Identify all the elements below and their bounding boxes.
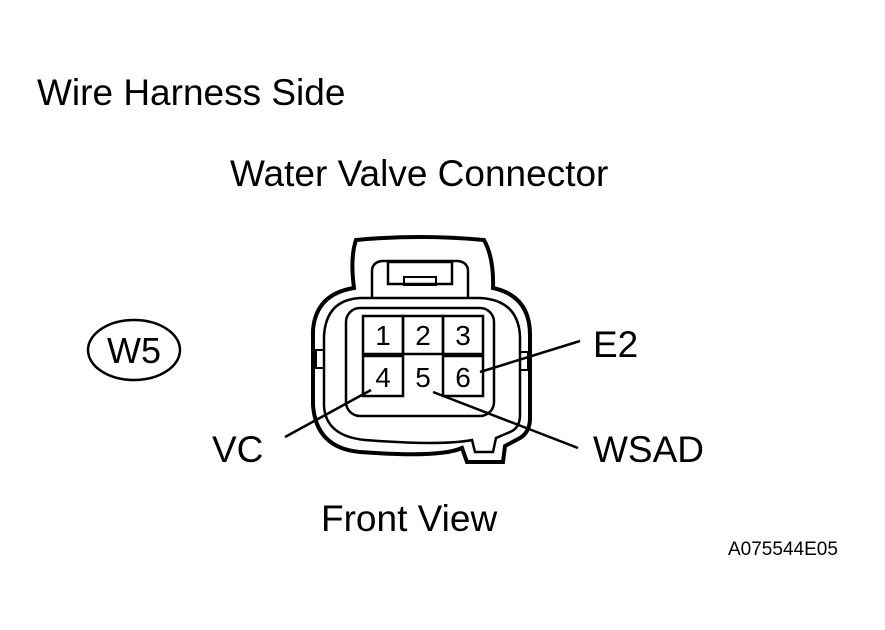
connector-pin-pocket: [344, 306, 496, 418]
connector-id-label: W5: [107, 330, 161, 371]
leader-line-vc: [284, 388, 372, 439]
pin-number-4: 4: [375, 362, 391, 393]
terminal-label-e2: E2: [593, 324, 639, 365]
page-title: Wire Harness Side: [37, 72, 346, 113]
connector-housing-inner: [322, 296, 522, 454]
pin-cell-6: [441, 354, 485, 398]
connector-housing-outer: [311, 235, 532, 464]
pin-number-3: 3: [455, 320, 471, 351]
leader-line-e2: [479, 339, 581, 374]
figure-code: A075544E05: [728, 539, 838, 560]
leader-line-wsad: [432, 390, 579, 450]
connector-side-bump-right: [519, 351, 529, 371]
pin-number-2: 2: [415, 320, 431, 351]
connector-lock-latch: [386, 260, 454, 286]
terminal-label-wsad: WSAD: [593, 429, 704, 470]
connector-lock-tab: [370, 259, 470, 298]
pin-number-1: 1: [375, 320, 391, 351]
pin-cell-4: [361, 354, 405, 398]
terminal-label-vc: VC: [212, 429, 264, 470]
connector-id-badge: [86, 318, 182, 382]
connector-lock-notch: [403, 276, 437, 286]
pin-cell-3: [441, 314, 485, 356]
view-label: Front View: [321, 498, 498, 539]
pin-number-5: 5: [415, 362, 431, 393]
pin-number-6: 6: [455, 362, 471, 393]
connector-side-bump-left: [315, 349, 325, 369]
connector-title: Water Valve Connector: [230, 153, 609, 194]
